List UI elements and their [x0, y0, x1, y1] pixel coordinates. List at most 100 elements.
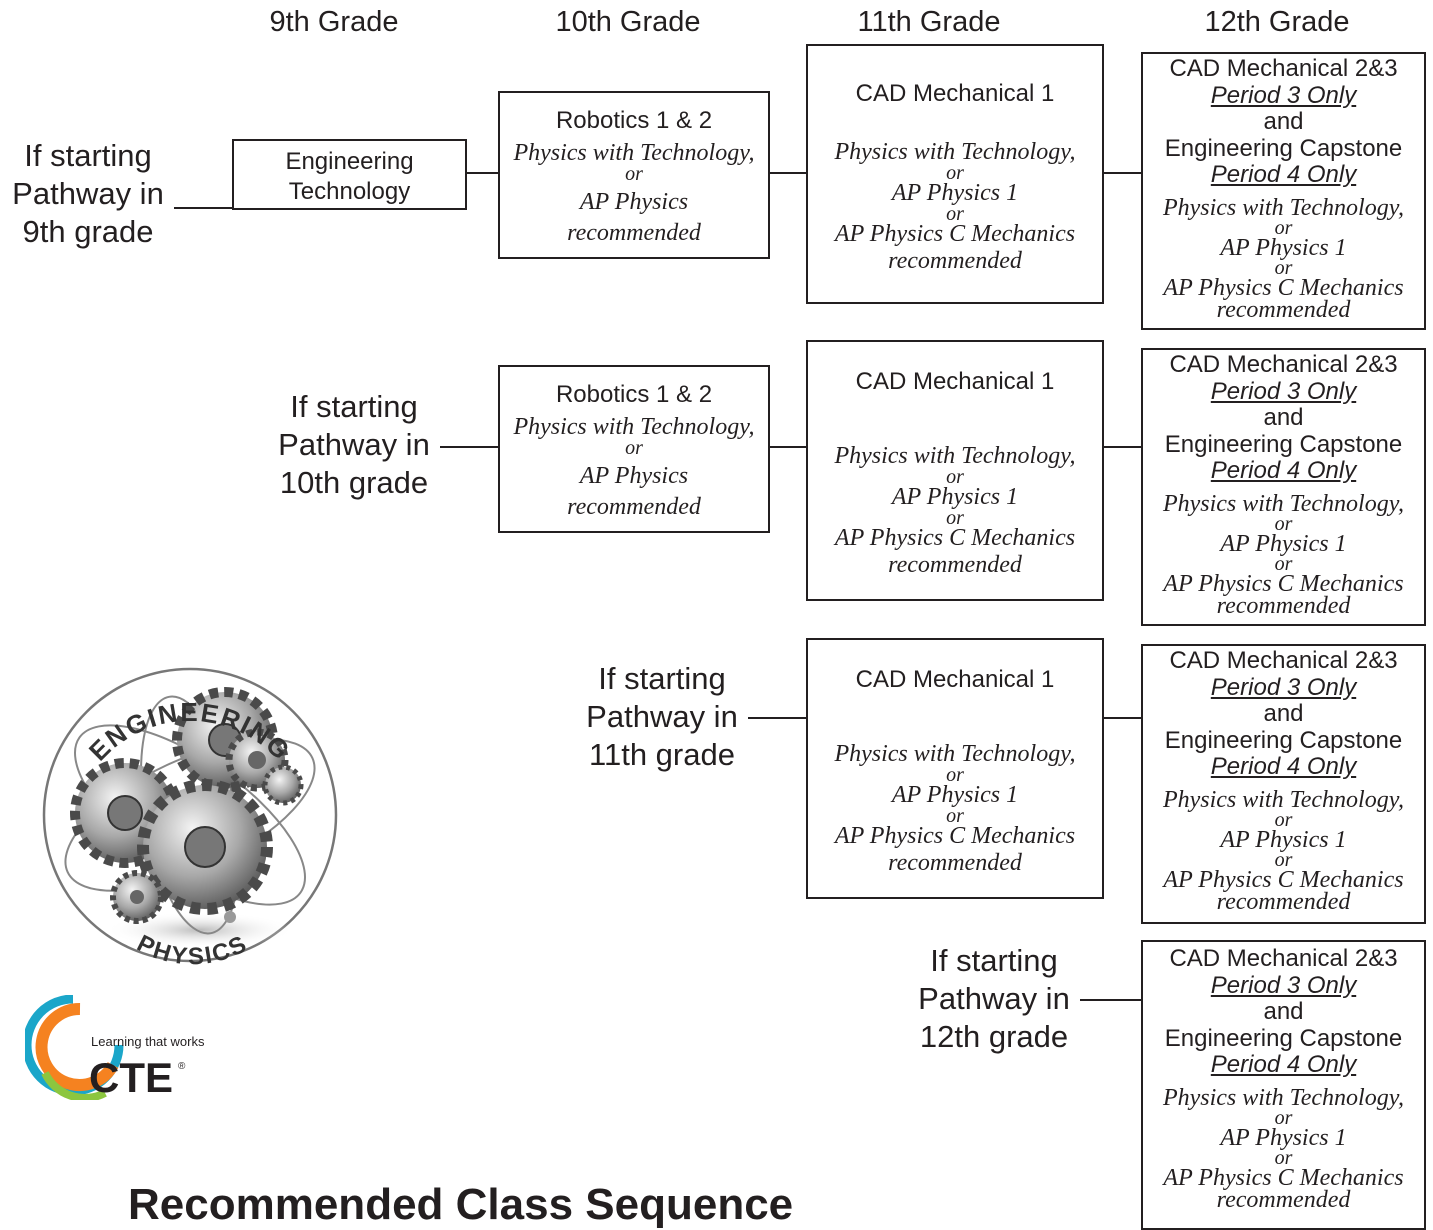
logo-ring: [42, 667, 338, 963]
physics-option: AP Physics 1: [1220, 1124, 1347, 1151]
course-title: CAD Mechanical 2&3: [1169, 945, 1398, 972]
start-label-11th: If starting Pathway in 11th grade: [576, 660, 748, 774]
connector-line: [1080, 999, 1142, 1001]
or-label: or: [1274, 256, 1293, 279]
or-label: or: [946, 466, 964, 488]
start-label-9th: If starting Pathway in 9th grade: [4, 137, 172, 251]
physics-option: AP Physics: [579, 463, 689, 489]
or-label: or: [625, 163, 643, 185]
start-line: 11th grade: [589, 737, 735, 772]
start-line: Pathway in: [278, 427, 430, 462]
physics-option: AP Physics C Mechanics: [1163, 866, 1404, 893]
robotics-box: Robotics 1 & 2 Physics with Technology, …: [498, 91, 770, 259]
course-title: Engineering Capstone: [1164, 1024, 1403, 1052]
cte-arc-orange: [35, 1002, 119, 1091]
recommended-label: recommended: [1216, 592, 1351, 619]
start-line: If starting: [930, 943, 1058, 978]
connector-line: [1104, 446, 1142, 448]
start-line: Pathway in: [12, 176, 164, 211]
physics-option: Physics with Technology,: [1162, 1084, 1405, 1111]
and-label: and: [1263, 108, 1304, 135]
course-title: CAD Mechanical 1: [855, 666, 1055, 693]
recommended-label: recommended: [1216, 888, 1351, 915]
gears-icon: [70, 687, 304, 924]
cad-mechanical-1-box: CAD Mechanical 1 Physics with Technology…: [806, 638, 1104, 899]
connector-line: [174, 207, 234, 209]
period-label: Period 4 Only: [1210, 1051, 1357, 1078]
start-line: Pathway in: [918, 981, 1070, 1016]
period-label: Period 3 Only: [1210, 971, 1357, 999]
or-label: or: [1274, 848, 1293, 871]
start-line: 12th grade: [919, 1019, 1069, 1054]
period-label: Period 3 Only: [1210, 377, 1357, 405]
physics-option: Physics with Technology,: [1162, 786, 1405, 813]
page-title: Recommended Class Sequence: [128, 1180, 794, 1229]
connector-line: [770, 446, 807, 448]
course-title: CAD Mechanical 1: [855, 368, 1055, 395]
physics-option: AP Physics 1: [891, 180, 1019, 206]
cte-arc-green: [41, 1071, 107, 1100]
recommended-label: recommended: [1216, 296, 1351, 323]
cad-mechanical-1-box: CAD Mechanical 1 Physics with Technology…: [806, 44, 1104, 304]
physics-option: AP Physics C Mechanics: [834, 221, 1076, 247]
or-label: or: [1274, 808, 1293, 831]
connector-line: [770, 172, 807, 174]
start-line: If starting: [24, 138, 152, 173]
physics-option: AP Physics 1: [1220, 826, 1347, 853]
period-label: Period 4 Only: [1210, 753, 1357, 780]
or-label: or: [1274, 552, 1293, 575]
physics-option: Physics with Technology,: [834, 139, 1076, 165]
start-line: If starting: [598, 661, 726, 696]
start-label-12th: If starting Pathway in 12th grade: [908, 942, 1080, 1056]
course-title: Engineering: [285, 148, 414, 175]
recommended-label: recommended: [567, 220, 701, 246]
or-label: or: [1274, 216, 1293, 239]
header-9th-grade: 9th Grade: [269, 6, 399, 38]
cte-logo: Learning that works CTE ®: [25, 995, 205, 1100]
or-label: or: [946, 805, 964, 827]
start-line: 9th grade: [22, 214, 154, 249]
physics-option: AP Physics C Mechanics: [834, 525, 1076, 551]
or-label: or: [946, 162, 964, 184]
course-title: Engineering Capstone: [1164, 134, 1403, 162]
physics-option: AP Physics C Mechanics: [1163, 274, 1404, 301]
course-title: Engineering Capstone: [1164, 726, 1403, 754]
physics-option: Physics with Technology,: [834, 741, 1076, 767]
start-line: If starting: [290, 389, 418, 424]
and-label: and: [1263, 998, 1304, 1025]
cte-tagline: Learning that works: [91, 1034, 205, 1049]
engineering-physics-logo: ENGINEERING PHYSICS: [42, 667, 338, 971]
engineering-technology-box: Engineering Technology: [232, 139, 467, 210]
or-label: or: [946, 203, 964, 225]
recommended-label: recommended: [888, 552, 1022, 578]
connector-line: [440, 446, 499, 448]
start-line: Pathway in: [586, 699, 738, 734]
recommended-label: recommended: [1216, 1186, 1351, 1213]
header-10th-grade: 10th Grade: [555, 6, 701, 38]
physics-option: Physics with Technology,: [834, 443, 1076, 469]
course-title: Robotics 1 & 2: [555, 381, 713, 408]
logo-shadow: [105, 912, 295, 948]
and-label: and: [1263, 700, 1304, 727]
header-11th-grade: 11th Grade: [857, 6, 1001, 38]
physics-option: Physics with Technology,: [513, 140, 755, 166]
connector-line: [1104, 717, 1142, 719]
cad-mechanical-1-box: CAD Mechanical 1 Physics with Technology…: [806, 340, 1104, 601]
or-label: or: [1274, 512, 1293, 535]
physics-option: AP Physics 1: [1220, 530, 1347, 557]
physics-option: Physics with Technology,: [513, 414, 755, 440]
course-title: CAD Mechanical 2&3: [1169, 647, 1398, 674]
course-title: CAD Mechanical 2&3: [1169, 351, 1398, 378]
physics-option: AP Physics 1: [1220, 234, 1347, 261]
connector-line: [748, 717, 807, 719]
course-title: CAD Mechanical 2&3: [1169, 55, 1398, 82]
physics-option: AP Physics 1: [891, 484, 1019, 510]
or-label: or: [946, 507, 964, 529]
start-line: 10th grade: [279, 465, 429, 500]
robotics-box: Robotics 1 & 2 Physics with Technology, …: [498, 365, 770, 533]
start-label-10th: If starting Pathway in 10th grade: [268, 388, 440, 502]
connector-line: [467, 172, 499, 174]
cte-wordmark: CTE: [89, 1054, 173, 1100]
physics-option: Physics with Technology,: [1162, 194, 1405, 221]
header-12th-grade: 12th Grade: [1204, 6, 1350, 38]
